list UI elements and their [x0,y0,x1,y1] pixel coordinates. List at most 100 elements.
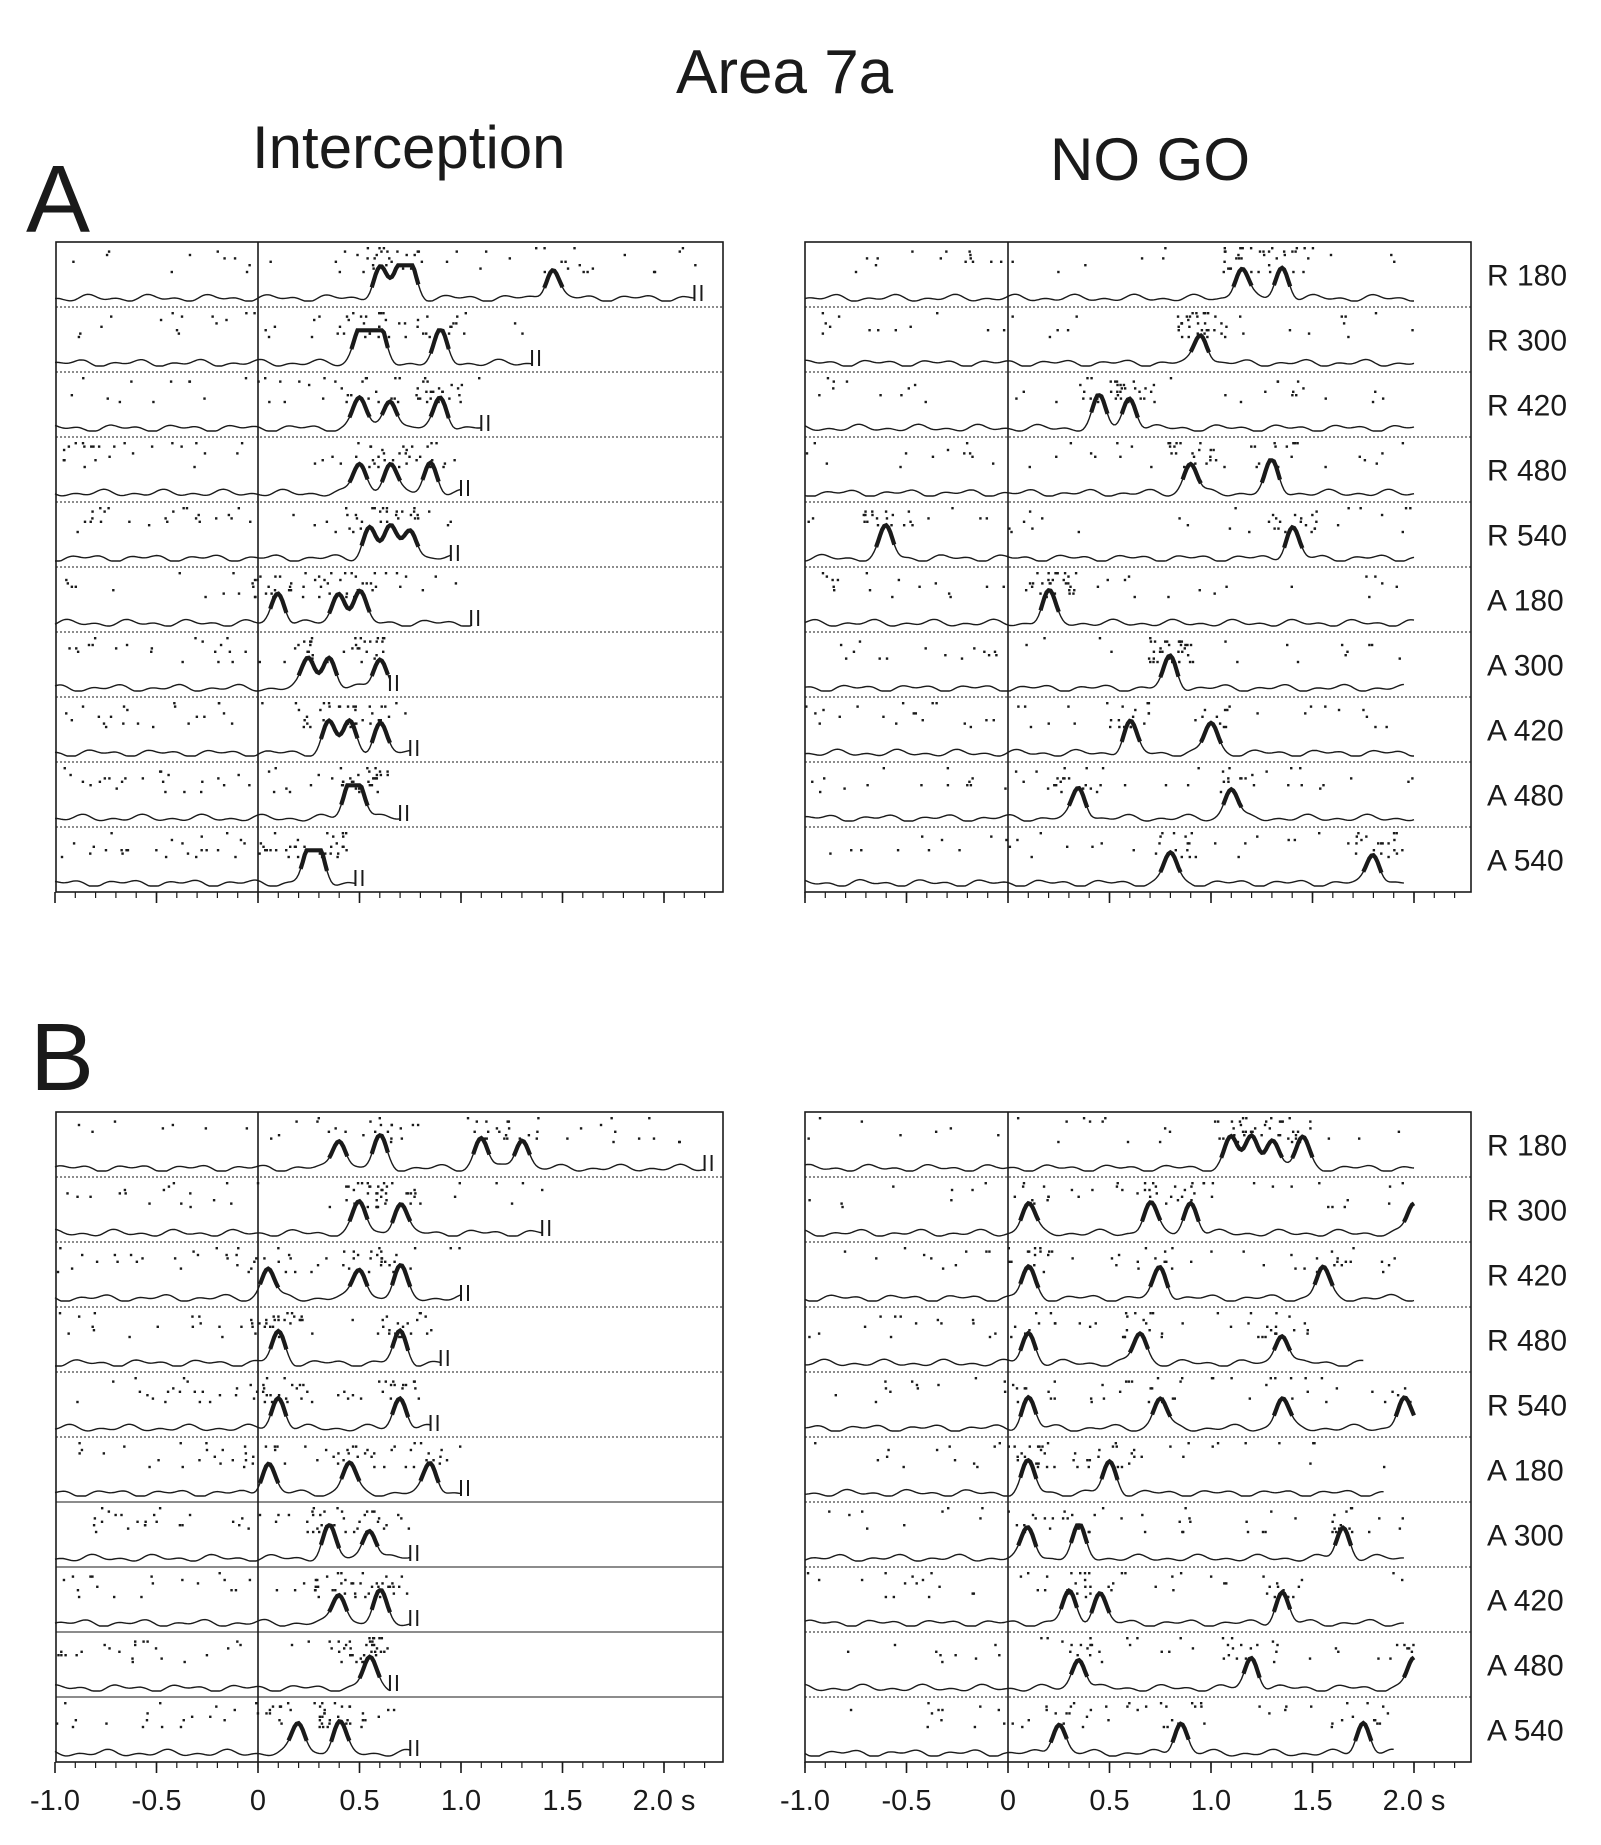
spike-dot [1225,1582,1228,1585]
spike-dot [386,1130,390,1133]
spike-dot [416,1123,420,1127]
significant-segment [369,657,390,677]
spike-dot [62,1578,66,1582]
condition-row: A 300 [804,1501,1564,1562]
spike-dot [1300,1578,1304,1582]
spike-dot [941,1510,944,1513]
spike-dot [877,329,880,332]
spike-dot [1090,1643,1094,1647]
spike-dot [217,777,220,780]
spike-dot [1262,1264,1266,1267]
spike-dot [1094,455,1097,458]
spike-dot [1016,838,1019,842]
spike-dot [1178,1520,1181,1523]
spike-dot [332,1455,335,1458]
spike-dot [277,1318,280,1322]
spike-dot [200,849,203,852]
spike-dot [333,1524,336,1527]
spike-dot [343,250,347,253]
spike-dot [344,1530,347,1534]
spike-dot [141,1257,144,1260]
spike-dot [938,1585,941,1588]
spike-dot [334,530,337,534]
spike-dot [371,589,374,592]
spike-dot [1293,442,1297,445]
spike-dot [348,1705,352,1708]
spike-dot [387,335,391,339]
condition-label: A 300 [1487,650,1564,683]
spike-dot [1020,1452,1023,1455]
spike-dot [1184,835,1187,838]
spike-dot [946,767,950,770]
spike-dot [1146,702,1149,705]
spike-dot [404,1465,408,1469]
spike-dot [76,650,80,653]
spike-dot [922,1253,926,1257]
spike-dot [231,1459,234,1462]
spike-dot [155,849,158,852]
spike-dot [1406,1647,1409,1650]
spike-dot [1278,520,1282,523]
spike-dot [1195,312,1198,315]
spike-dot [216,849,220,852]
spike-dot [90,445,93,448]
spike-dot [1063,767,1066,770]
spike-dot [1047,1390,1050,1393]
spike-dot [1180,855,1184,859]
spike-dot [96,1585,99,1588]
spike-dot [393,397,396,400]
spike-dot [108,777,111,780]
spike-dot [1193,1705,1197,1708]
spike-dot [1246,1530,1250,1534]
significant-segment [268,1395,289,1417]
spike-dot [1068,1712,1071,1715]
spike-dot [1046,1637,1049,1640]
spike-dot [805,452,809,455]
spike-dot [1151,1182,1155,1185]
spike-dot [1222,1137,1225,1140]
spike-dot [297,643,300,647]
spike-dot [347,318,350,322]
spike-dot [1350,1530,1354,1534]
spike-dot [1083,390,1086,393]
spike-dot [288,790,292,794]
spike-dot [1329,253,1333,257]
density-curve [54,1720,411,1757]
spike-dot [1101,1383,1104,1387]
spike-dot [233,1708,236,1712]
significant-segment [1221,786,1244,809]
spike-dot [278,1705,282,1708]
spike-dot [1148,1195,1152,1198]
spike-dot [340,1572,343,1575]
spike-dot [1236,660,1239,664]
spike-dot [1179,643,1183,647]
spike-dot [1411,777,1414,780]
spike-dot [380,1260,383,1263]
x-tick-label: 0.5 [339,1785,379,1817]
spike-dot [1205,462,1208,465]
spike-dot [1395,832,1398,835]
spike-dot [91,643,94,647]
spike-dot [1023,705,1027,708]
spike-dot [1084,1595,1088,1599]
spike-dot [328,592,331,595]
spike-dot [1237,253,1240,257]
spike-dot [1276,380,1280,383]
spike-dot [425,400,429,404]
spike-dot [1136,1260,1139,1263]
density-curve [804,851,1404,887]
x-tick-label: -1.0 [30,1785,80,1817]
spike-dot [614,1130,617,1133]
spike-dot [456,315,459,318]
spike-dot [112,1595,116,1599]
spike-dot [304,1445,307,1448]
spike-dot [71,1575,75,1578]
spike-dot [837,315,841,318]
spike-dot [1171,1575,1174,1578]
spike-dot [108,455,111,458]
spike-dot [378,247,381,250]
spike-dot [413,1195,416,1198]
spike-dot [1161,650,1164,653]
spike-dot [147,524,151,527]
spike-dot [254,1332,257,1335]
